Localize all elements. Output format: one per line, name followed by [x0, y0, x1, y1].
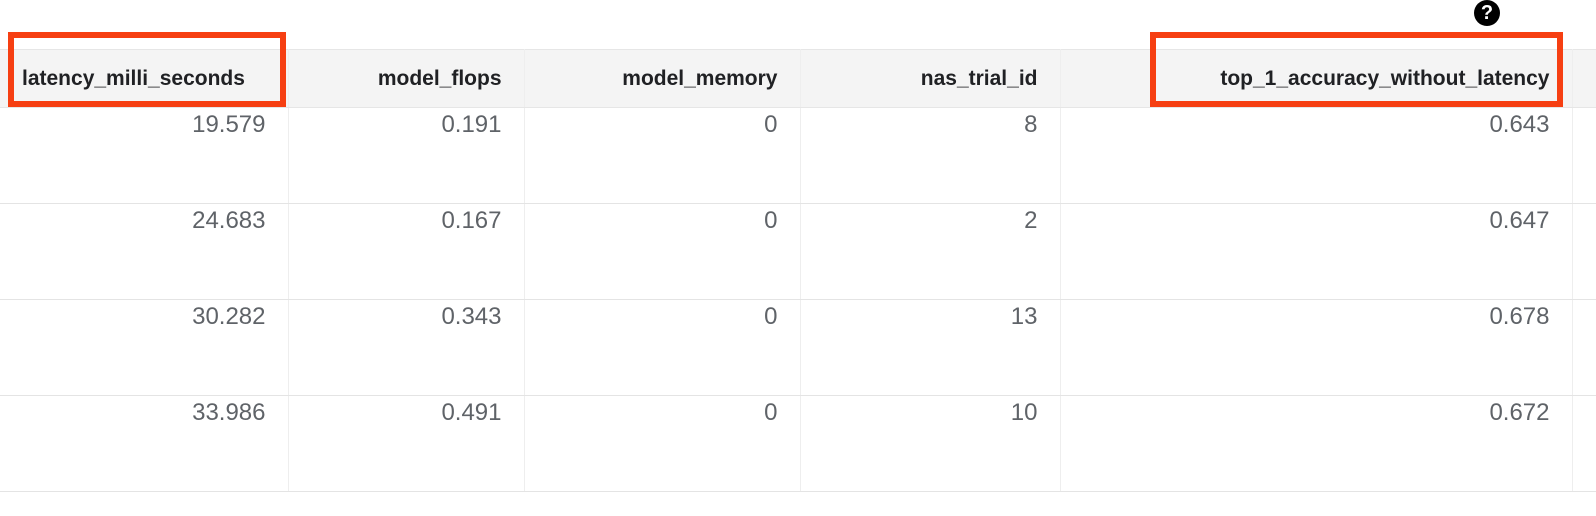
cell-model-memory: 0: [524, 395, 801, 492]
cell-model-flops: 0.491: [288, 395, 525, 492]
cell-top-1-accuracy-without-latency: 0.647: [1060, 203, 1573, 300]
cell-model-flops: 0.191: [288, 107, 525, 204]
cell-nas-trial-id: 8: [800, 107, 1061, 204]
column-header-latency-milli-seconds[interactable]: latency_milli_seconds: [0, 49, 289, 108]
column-header-model-flops[interactable]: model_flops: [288, 49, 525, 108]
table-row[interactable]: 24.683 0.167 0 2 0.647: [0, 203, 1596, 300]
column-header-model-memory[interactable]: model_memory: [524, 49, 801, 108]
cell-nas-trial-id: 13: [800, 299, 1061, 396]
table-row[interactable]: 30.282 0.343 0 13 0.678: [0, 299, 1596, 396]
cell-top-1-accuracy-without-latency: 0.643: [1060, 107, 1573, 204]
cell-top-1-accuracy-without-latency: 0.678: [1060, 299, 1573, 396]
cell-model-memory: 0: [524, 107, 801, 204]
cell-latency-milli-seconds: 19.579: [0, 107, 289, 204]
help-circle-icon[interactable]: ?: [1474, 0, 1500, 26]
cell-nas-trial-id: 10: [800, 395, 1061, 492]
table-row[interactable]: 33.986 0.491 0 10 0.672: [0, 395, 1596, 492]
cell-model-flops: 0.167: [288, 203, 525, 300]
nas-trials-table: latency_milli_seconds model_flops model_…: [0, 49, 1596, 492]
cell-next-partial: [1572, 299, 1596, 396]
table-header: latency_milli_seconds model_flops model_…: [0, 49, 1596, 108]
column-header-next-partial[interactable]: [1572, 49, 1596, 108]
cell-next-partial: [1572, 107, 1596, 204]
cell-latency-milli-seconds: 24.683: [0, 203, 289, 300]
cell-top-1-accuracy-without-latency: 0.672: [1060, 395, 1573, 492]
cell-latency-milli-seconds: 33.986: [0, 395, 289, 492]
cell-latency-milli-seconds: 30.282: [0, 299, 289, 396]
column-header-nas-trial-id[interactable]: nas_trial_id: [800, 49, 1061, 108]
table-header-row: latency_milli_seconds model_flops model_…: [0, 49, 1596, 108]
table-body: 19.579 0.191 0 8 0.643 24.683 0.167 0 2 …: [0, 107, 1596, 492]
cell-next-partial: [1572, 203, 1596, 300]
cell-nas-trial-id: 2: [800, 203, 1061, 300]
table-row[interactable]: 19.579 0.191 0 8 0.643: [0, 107, 1596, 204]
cell-model-memory: 0: [524, 203, 801, 300]
cell-model-flops: 0.343: [288, 299, 525, 396]
cell-next-partial: [1572, 395, 1596, 492]
cell-model-memory: 0: [524, 299, 801, 396]
column-header-top-1-accuracy-without-latency[interactable]: top_1_accuracy_without_latency: [1060, 49, 1573, 108]
